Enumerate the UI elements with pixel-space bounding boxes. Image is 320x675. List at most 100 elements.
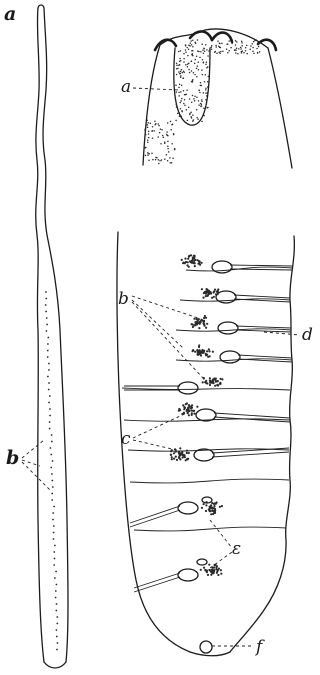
head-stipple-dot bbox=[201, 43, 203, 45]
head-stipple-dot bbox=[155, 157, 157, 159]
gonad-cell bbox=[199, 261, 201, 263]
label-f-body: f bbox=[254, 637, 265, 657]
head-stipple-dot bbox=[251, 43, 253, 45]
head-stipple-dot bbox=[178, 92, 180, 94]
head-stipple-dot bbox=[176, 68, 178, 70]
gonad-cell bbox=[213, 507, 215, 509]
gonad-cell bbox=[193, 413, 195, 415]
gonad-cell bbox=[191, 407, 193, 409]
gonad-cell bbox=[182, 456, 184, 458]
head-stipple-dot bbox=[227, 43, 229, 45]
head-stipple-dot bbox=[221, 42, 223, 44]
head-stipple-dot bbox=[167, 122, 169, 124]
gonad-cell bbox=[203, 567, 205, 569]
gonad-cell bbox=[198, 322, 200, 324]
head-stipple-dot bbox=[180, 50, 182, 52]
nephridium-funnel bbox=[212, 261, 232, 273]
worm-dot bbox=[57, 642, 59, 644]
head-stipple-dot bbox=[208, 84, 210, 86]
head-stipple-dot bbox=[208, 50, 210, 52]
head-stipple-dot bbox=[145, 147, 147, 149]
nephridia-dots bbox=[45, 291, 59, 650]
gonad-cell bbox=[192, 350, 194, 352]
head-stipple-dot bbox=[215, 45, 217, 47]
body-outline-right bbox=[230, 236, 294, 652]
head-stipple-dot bbox=[187, 63, 189, 65]
head-stipple-dot bbox=[186, 109, 188, 111]
head-stipple-dot bbox=[250, 45, 252, 47]
head-stipple-dot bbox=[201, 69, 203, 71]
nephridium-duct bbox=[134, 573, 180, 588]
gonad-cell bbox=[184, 456, 186, 458]
gonad-cell bbox=[193, 318, 195, 320]
head-stipple-dot bbox=[205, 92, 207, 94]
head-stipple-dot bbox=[245, 47, 247, 49]
head-stipple-dot bbox=[246, 45, 248, 47]
gonad-cell bbox=[215, 568, 217, 570]
gonad-cell bbox=[211, 507, 213, 509]
head-stipple-dot bbox=[201, 121, 203, 123]
head-stipple-dot bbox=[167, 145, 169, 147]
worm-dot bbox=[52, 486, 54, 488]
nephridium-funnel bbox=[178, 382, 198, 394]
head-stipple-dot bbox=[157, 123, 159, 125]
gonad-cell bbox=[206, 570, 208, 572]
head-stipple-dot bbox=[196, 68, 198, 70]
nephridium-funnel bbox=[220, 351, 240, 363]
head-stipple-dot bbox=[201, 105, 203, 107]
head-stipple-dot bbox=[183, 58, 185, 60]
head-stipple-dot bbox=[179, 102, 181, 104]
head-stipple-dot bbox=[236, 48, 238, 50]
gonad-cell bbox=[208, 350, 210, 352]
head-stipple-dot bbox=[253, 41, 255, 43]
gonad-cell bbox=[212, 570, 214, 572]
head-stipple-dot bbox=[192, 39, 194, 41]
head-stipple-dot bbox=[167, 160, 169, 162]
head-stipple-dot bbox=[200, 82, 202, 84]
worm-dot bbox=[47, 376, 49, 378]
gonad-cell bbox=[173, 452, 175, 454]
gonad-cell bbox=[197, 320, 199, 322]
label-a-head: a bbox=[121, 77, 131, 97]
head-stipple-dot bbox=[189, 113, 191, 115]
head-stipple-dot bbox=[192, 95, 194, 97]
head-stipple-dot bbox=[154, 130, 156, 132]
head-stipple-dot bbox=[203, 62, 205, 64]
worm-dot bbox=[46, 324, 48, 326]
nephridium-duct bbox=[130, 506, 180, 523]
worm-dot bbox=[51, 493, 53, 495]
gonad-cell bbox=[181, 259, 183, 261]
gonad-cell bbox=[206, 323, 208, 325]
worm-dot bbox=[47, 350, 49, 352]
nephridium-funnel bbox=[178, 569, 198, 581]
head-stipple-dot bbox=[205, 89, 207, 91]
head-stipple-dot bbox=[257, 42, 259, 44]
head-stipple-dot bbox=[208, 76, 210, 78]
head-stipple-dot bbox=[167, 135, 169, 137]
worm-dot bbox=[48, 402, 50, 404]
head-stipple-dot bbox=[198, 104, 200, 106]
head-stipple-dot bbox=[184, 99, 186, 101]
head-stipple-dot bbox=[177, 113, 179, 115]
head-stipple-dot bbox=[170, 121, 172, 123]
head-stipple-dot bbox=[211, 48, 213, 50]
leader-e-body-2 bbox=[210, 552, 232, 568]
head-stipple-dot bbox=[183, 72, 185, 74]
worm-dot bbox=[56, 629, 58, 631]
head-stipple-dot bbox=[197, 65, 199, 67]
head-stipple-dot bbox=[176, 74, 178, 76]
gonad-cell bbox=[179, 458, 181, 460]
gonad-cell bbox=[210, 291, 212, 293]
head-stipple-dot bbox=[196, 96, 198, 98]
body-detail: b c d ε f bbox=[117, 232, 313, 657]
leader-b-1 bbox=[22, 440, 44, 458]
head-stipple-dot bbox=[193, 98, 195, 100]
head-stipple-dot bbox=[159, 160, 161, 162]
head-stipple-dot bbox=[191, 44, 193, 46]
head-stipple-dot bbox=[166, 131, 168, 133]
gonad-cell bbox=[214, 289, 216, 291]
head-stipple-dot bbox=[177, 68, 179, 70]
head-stipple-dot bbox=[238, 48, 240, 50]
head-stipple-dot bbox=[160, 128, 162, 130]
